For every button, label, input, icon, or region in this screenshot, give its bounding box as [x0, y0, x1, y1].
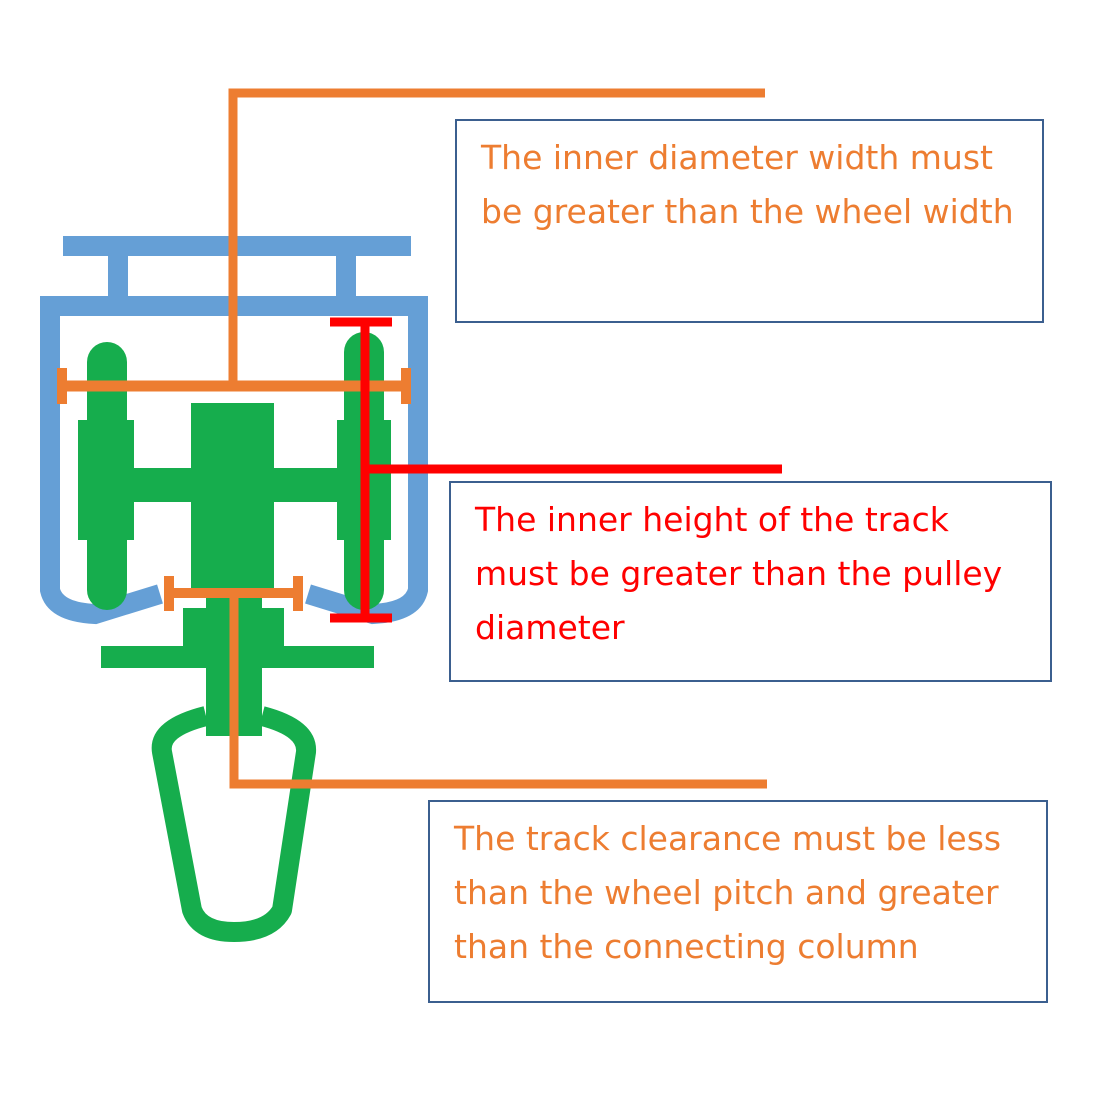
callout-inner-height: The inner height of the track must be gr… [449, 481, 1052, 682]
callout-inner-width-text: The inner diameter width must be greater… [481, 138, 1014, 231]
inner-width-dimension [57, 88, 765, 404]
center-body [191, 403, 274, 591]
left-wheel-hub [78, 420, 134, 540]
callout-inner-width: The inner diameter width must be greater… [455, 119, 1044, 323]
callout-inner-height-text: The inner height of the track must be gr… [475, 500, 1003, 647]
hook-loop [151, 706, 316, 942]
width-leader-line [228, 88, 765, 386]
inner-height-dimension [330, 317, 782, 623]
track-left-profile [40, 296, 232, 625]
callout-track-clearance: The track clearance must be less than th… [428, 800, 1048, 1003]
clearance-leader-line [229, 593, 767, 789]
callout-track-clearance-text: The track clearance must be less than th… [454, 819, 1002, 966]
track-clearance-dimension [164, 576, 767, 789]
